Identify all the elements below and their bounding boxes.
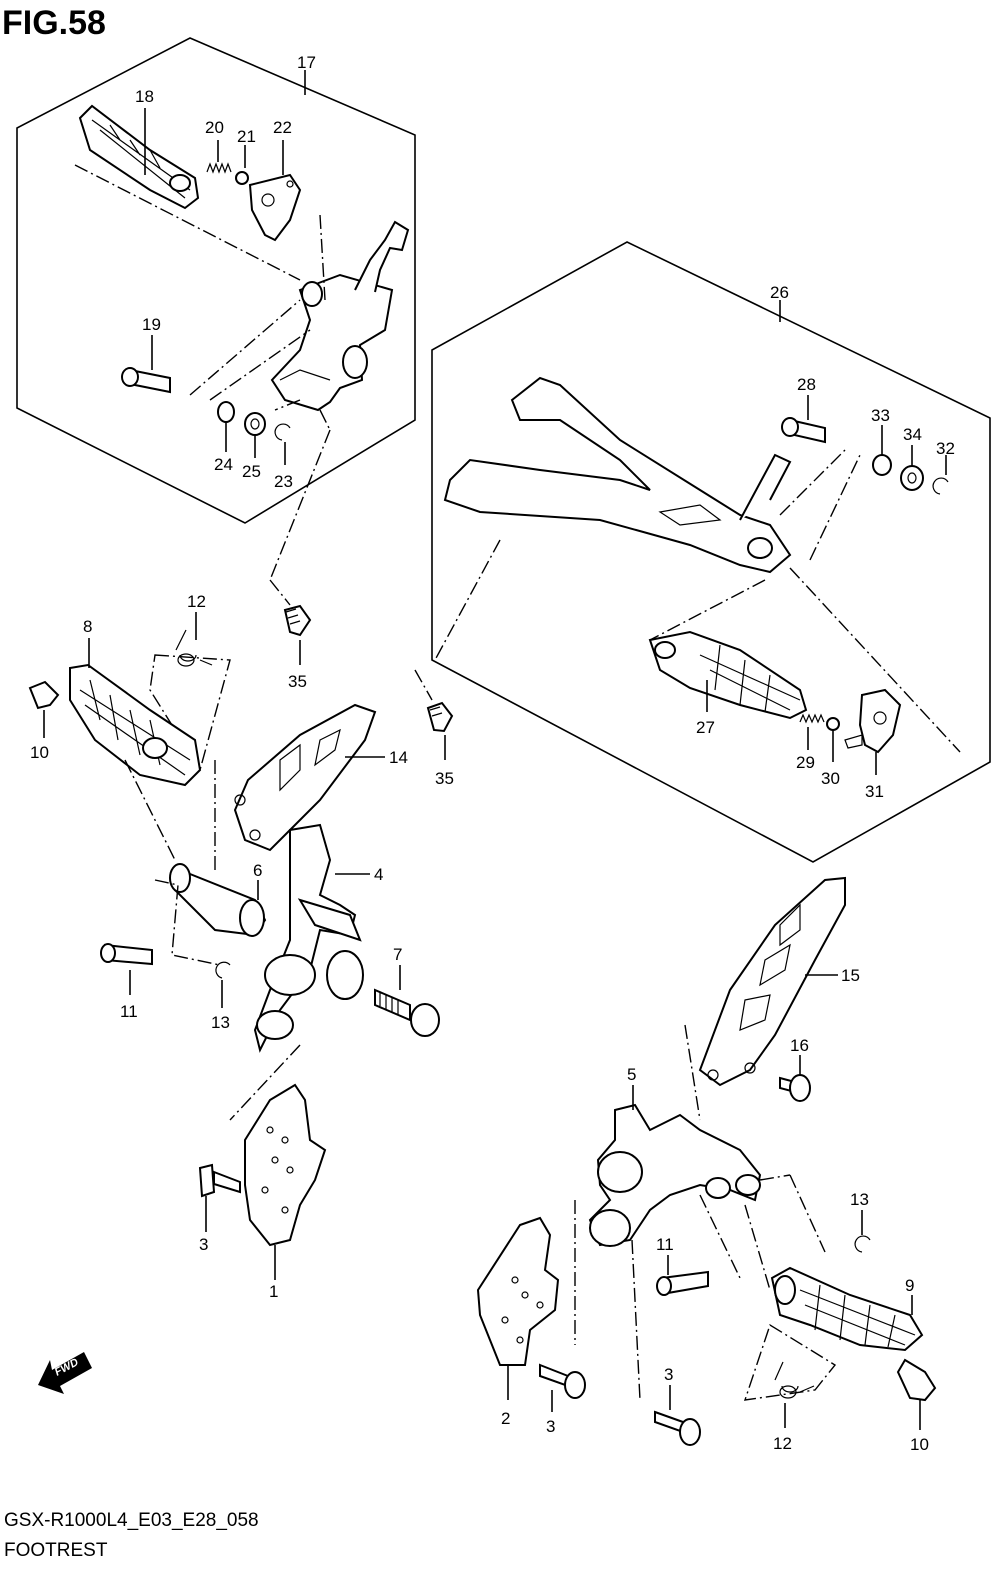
part-23-clip: [274, 423, 291, 465]
callout-35-right: 35: [435, 769, 454, 788]
figure-code: GSX-R1000L4_E03_E28_058: [4, 1510, 259, 1531]
part-3-bolt-right: [631, 1239, 701, 1446]
part-2-plate: [476, 1200, 576, 1400]
callout-14: 14: [389, 748, 408, 767]
callout-30: 30: [821, 769, 840, 788]
callout-7: 7: [393, 945, 402, 964]
callout-16: 16: [790, 1036, 809, 1055]
callout-13-left: 13: [211, 1013, 230, 1032]
callout-34: 34: [903, 425, 922, 444]
callout-19: 19: [142, 315, 161, 334]
part-24-washer: [217, 401, 235, 452]
callout-10-right: 10: [910, 1435, 929, 1454]
callout-11-left: 11: [120, 1002, 138, 1021]
part-32-clip: [932, 455, 949, 495]
part-12-spring-left: [149, 612, 231, 772]
callout-35-left: 35: [288, 672, 307, 691]
figure-title: FIG.58: [2, 4, 106, 42]
callout-3-mid: 3: [546, 1417, 555, 1436]
callout-18: 18: [135, 87, 154, 106]
part-33-washer: [872, 425, 892, 476]
callout-5: 5: [627, 1065, 636, 1084]
part-6-collar: [154, 863, 267, 966]
assembly-box-26: [431, 241, 991, 863]
part-10-cap-left: [28, 680, 60, 738]
part-14-plate: [233, 703, 385, 852]
part-27-footpeg: [648, 630, 808, 720]
part-20-spring: [206, 140, 232, 174]
part-13-clip-right: [854, 1210, 871, 1253]
part-5-bracket: [588, 1085, 826, 1291]
callout-10-left: 10: [30, 743, 49, 762]
part-34-washer: [900, 445, 924, 491]
part-26-bracket: [443, 376, 792, 574]
figure-name: FOOTREST: [4, 1540, 108, 1561]
part-9-footpeg: [770, 1266, 924, 1352]
callout-33: 33: [871, 406, 890, 425]
callout-24: 24: [214, 455, 233, 474]
part-21-ball: [235, 145, 249, 185]
part-16-bolt: [779, 1055, 811, 1102]
part-11-pin-left: [100, 943, 153, 995]
assembly-box-17: [16, 37, 416, 524]
callout-3-right: 3: [664, 1365, 673, 1384]
part-3-bolt-left: [198, 1163, 241, 1232]
callout-29: 29: [796, 753, 815, 772]
part-19-pin: [121, 335, 171, 394]
callout-32: 32: [936, 439, 955, 458]
forward-direction-arrow: FWD: [38, 1352, 92, 1394]
callout-3-left: 3: [199, 1235, 208, 1254]
callout-13-right: 13: [850, 1190, 869, 1209]
callout-12-right: 12: [773, 1434, 792, 1453]
callout-31: 31: [865, 782, 884, 801]
part-11-pin-right: [656, 1255, 709, 1296]
callout-11-right: 11: [656, 1235, 674, 1254]
callout-22: 22: [273, 118, 292, 137]
part-13-clip-left: [215, 961, 231, 1008]
part-1-plate: [229, 1044, 327, 1280]
callout-15: 15: [841, 966, 860, 985]
part-4-bracket: [253, 823, 370, 1053]
part-15-plate: [684, 876, 846, 1121]
part-30-ball: [826, 717, 840, 762]
callout-28: 28: [797, 375, 816, 394]
callout-21: 21: [237, 127, 256, 146]
callout-23: 23: [274, 472, 293, 491]
callout-8: 8: [83, 617, 92, 636]
part-28-pin: [781, 395, 826, 444]
part-18-footpeg: [78, 104, 200, 210]
callout-2: 2: [501, 1409, 510, 1428]
part-17-bracket: [270, 220, 410, 412]
callout-labels: 17 18 20 21 22 19 24 25 23 35 26 28 33 3…: [30, 53, 955, 1454]
callout-17: 17: [297, 53, 316, 72]
part-10-cap-right: [896, 1358, 937, 1430]
part-3-bolt-mid: [539, 1363, 586, 1412]
part-7-bolt: [374, 965, 440, 1037]
part-29-spring: [799, 713, 825, 750]
callout-12-left: 12: [187, 592, 206, 611]
part-25-washer: [244, 412, 266, 458]
callout-6: 6: [253, 861, 262, 880]
leader-lines-box17: [74, 164, 331, 606]
part-35-bolt-left: [283, 604, 312, 665]
callout-26: 26: [770, 283, 789, 302]
callout-1: 1: [269, 1282, 278, 1301]
part-8-footpeg: [69, 638, 216, 870]
callout-20: 20: [205, 118, 224, 137]
part-22-plate: [248, 140, 302, 242]
callout-4: 4: [374, 865, 383, 884]
callout-9: 9: [905, 1276, 914, 1295]
part-35-bolt-right: [414, 669, 454, 760]
part-31-plate: [844, 688, 902, 775]
leader-lines-box26: [434, 449, 961, 753]
part-12-spring-right: [743, 1323, 837, 1428]
callout-25: 25: [242, 462, 261, 481]
callout-27: 27: [696, 718, 715, 737]
